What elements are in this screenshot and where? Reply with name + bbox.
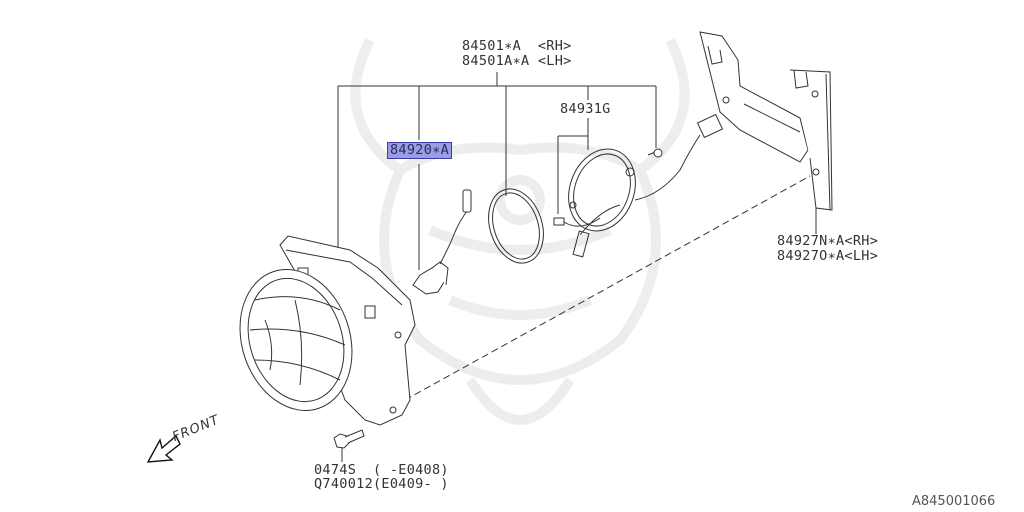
- diagram-reference-id: A845001066: [912, 494, 996, 509]
- label-assembly-lh[interactable]: 84501A∗A <LH>: [462, 53, 572, 69]
- label-socket-harness[interactable]: 84931G: [560, 101, 611, 117]
- bulb-part: [412, 189, 472, 295]
- label-bolt-new[interactable]: Q740012(E0409- ): [314, 476, 449, 492]
- label-bulb-highlighted[interactable]: 84920∗A: [387, 142, 452, 159]
- fog-lamp-housing: [239, 235, 416, 426]
- label-bolt-old[interactable]: 0474S ( -E0408): [314, 462, 449, 478]
- label-assembly-rh[interactable]: 84501∗A <RH>: [462, 38, 572, 54]
- label-bracket-rh[interactable]: 84927N∗A<RH>: [777, 233, 879, 249]
- mounting-bracket-part: [699, 31, 833, 211]
- o-ring: [488, 188, 544, 264]
- label-bracket-lh[interactable]: 84927O∗A<LH>: [777, 248, 879, 264]
- bolt: [333, 429, 365, 449]
- front-arrow-icon: [146, 434, 181, 463]
- socket-harness: [553, 113, 724, 258]
- samurai-helmet-watermark: [350, 37, 690, 425]
